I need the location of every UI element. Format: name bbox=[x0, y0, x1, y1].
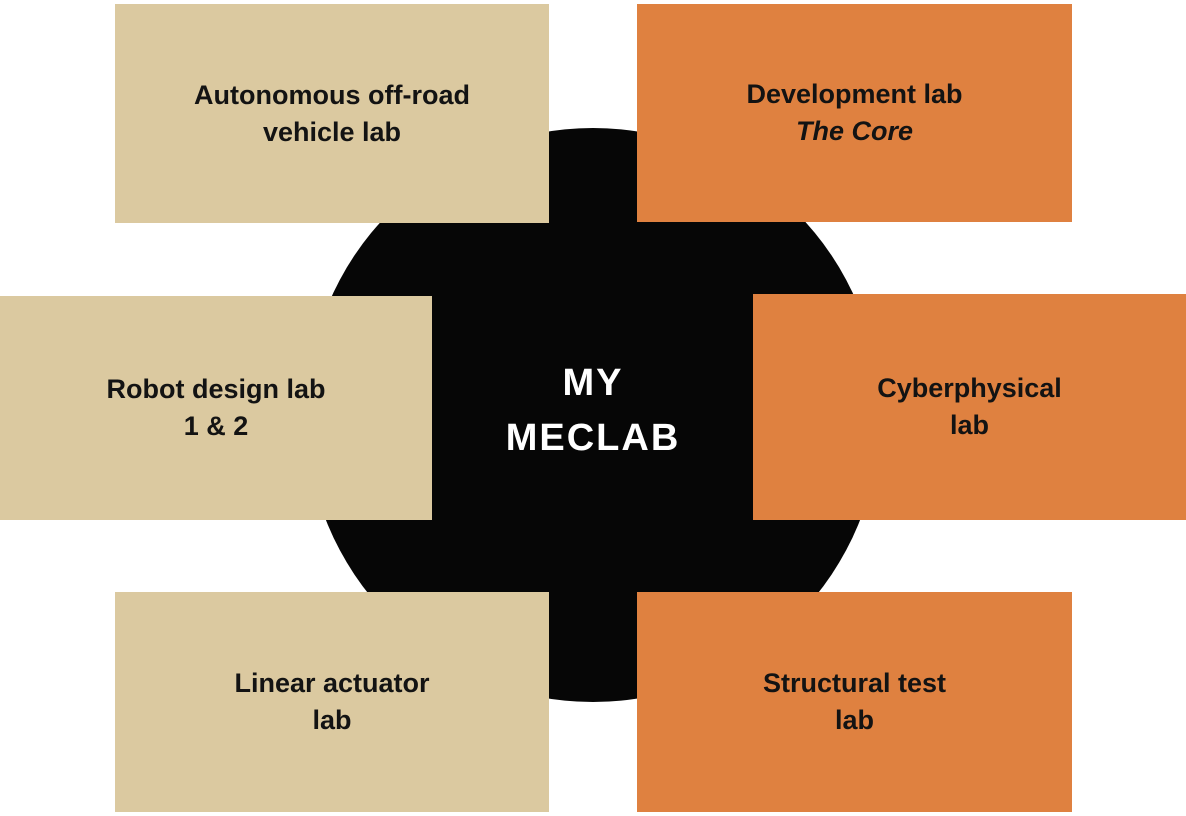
hub-label-line1: MY bbox=[562, 361, 624, 404]
hub-label-line2: MECLAB bbox=[505, 417, 681, 459]
hub-label: MY MECLAB bbox=[506, 356, 681, 466]
lab-label: Structural test lab bbox=[762, 668, 947, 735]
lab-label: Linear actuator lab bbox=[234, 668, 430, 735]
lab-label: Cyberphysical lab bbox=[877, 373, 1062, 440]
lab-box-structural-test: Structural test lab bbox=[637, 592, 1072, 812]
lab-box-robot-design: Robot design lab 1 & 2 bbox=[0, 296, 432, 520]
lab-label: Robot design lab 1 & 2 bbox=[106, 374, 326, 441]
lab-box-development-the-core: Development lab The Core bbox=[637, 4, 1072, 222]
lab-box-linear-actuator: Linear actuator lab bbox=[115, 592, 549, 812]
lab-label: Autonomous off-road vehicle lab bbox=[194, 79, 470, 147]
lab-box-autonomous-offroad-vehicle: Autonomous off-road vehicle lab bbox=[115, 4, 549, 223]
lab-label: Development lab The Core bbox=[746, 79, 963, 146]
lab-box-cyberphysical: Cyberphysical lab bbox=[753, 294, 1186, 520]
